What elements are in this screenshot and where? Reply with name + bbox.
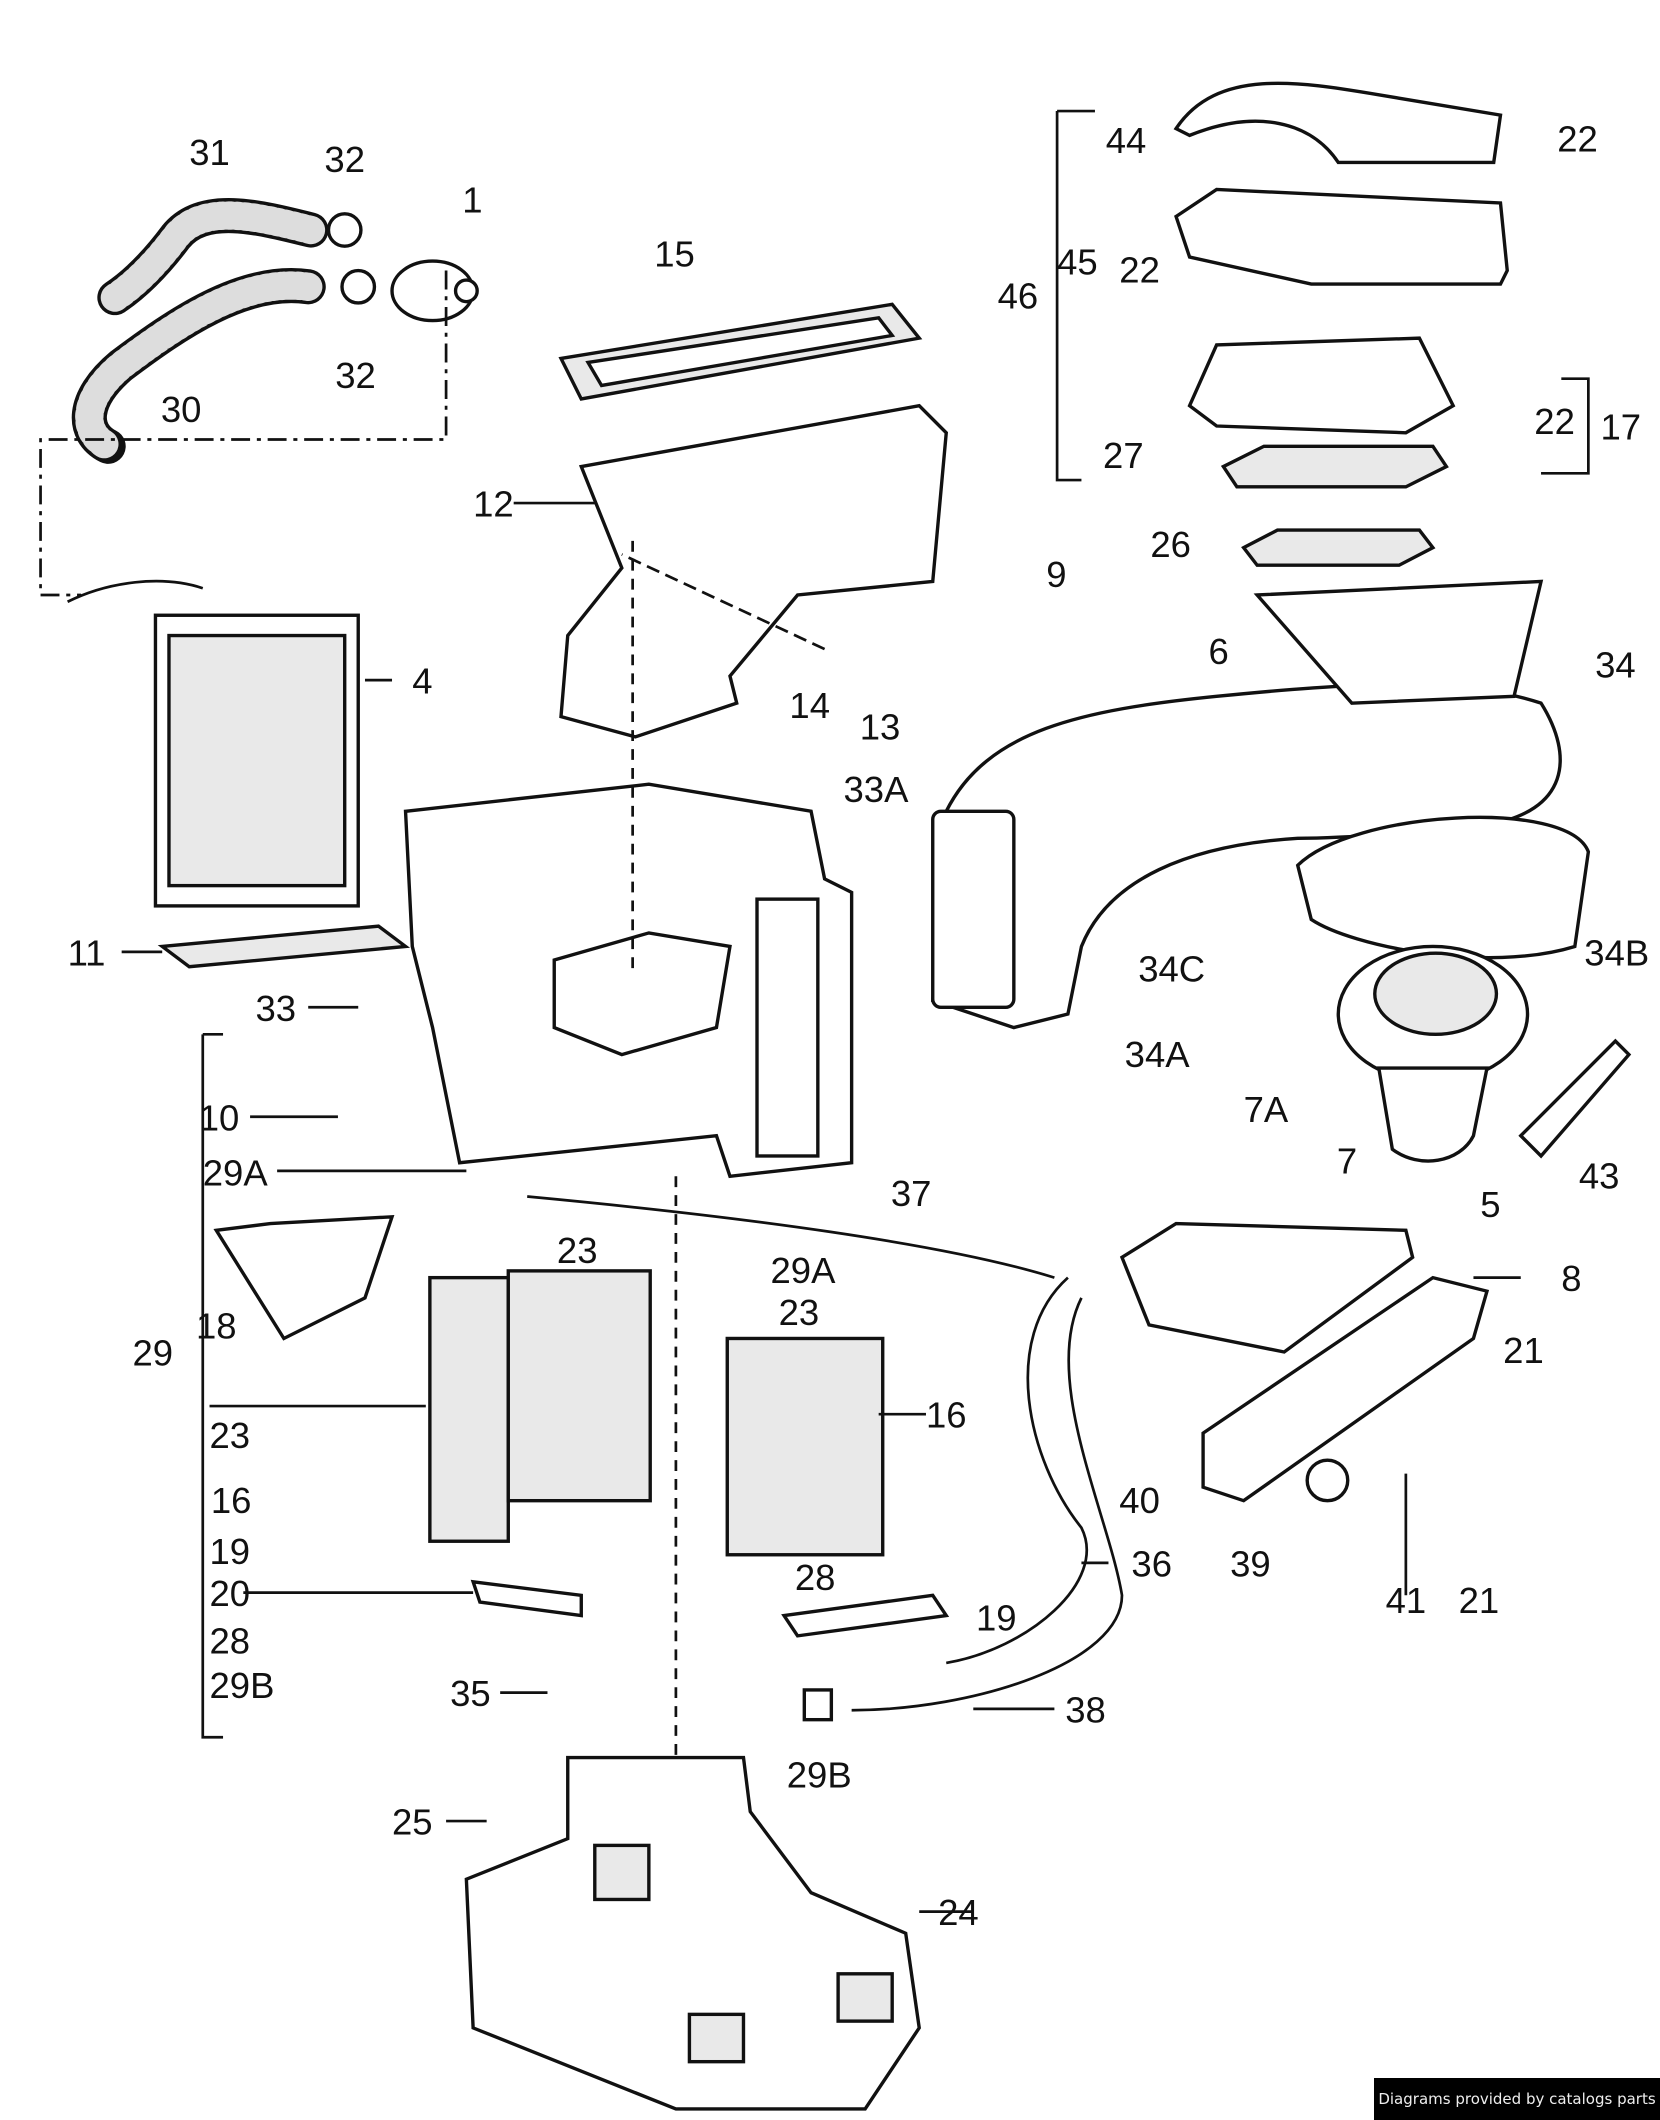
label-18: 18 [196, 1305, 237, 1346]
heater-core-4 [66, 579, 360, 908]
label-7a: 7A [1244, 1089, 1289, 1130]
label-8: 8 [1561, 1258, 1581, 1299]
label-38: 38 [1065, 1689, 1106, 1730]
label-36: 36 [1131, 1543, 1172, 1584]
label-29b-b: 29B [787, 1754, 852, 1795]
label-23: 23 [557, 1230, 598, 1271]
label-25: 25 [392, 1802, 433, 1843]
label-23b: 23 [779, 1292, 820, 1333]
label-40: 40 [1119, 1480, 1160, 1521]
label-24: 24 [938, 1892, 979, 1933]
leader-lines [121, 109, 1590, 1913]
clamps-32 [326, 212, 479, 323]
label-33: 33 [255, 988, 296, 1029]
footwell-duct-24 [464, 1755, 921, 2111]
label-34a: 34A [1125, 1034, 1191, 1075]
label-14: 14 [789, 685, 830, 726]
cable-36 [946, 1276, 1089, 1665]
label-32b: 32 [335, 355, 376, 396]
hose-30 [71, 268, 326, 464]
label-29a-b: 29A [771, 1250, 837, 1291]
label-22: 22 [1557, 119, 1598, 160]
tray-45 [1174, 187, 1509, 286]
resistor-43 [1518, 1038, 1632, 1159]
cable-37 [527, 1195, 1055, 1279]
label-20: 20 [210, 1573, 251, 1614]
label-44: 44 [1106, 120, 1147, 161]
label-9: 9 [1046, 554, 1066, 595]
levers [213, 1214, 950, 1722]
label-16: 16 [926, 1395, 967, 1436]
label-30: 30 [161, 389, 202, 430]
label-17: 17 [1601, 407, 1642, 448]
label-26: 26 [1150, 524, 1191, 565]
label-41: 41 [1386, 1580, 1427, 1621]
label-29b: 29B [210, 1665, 275, 1706]
label-15: 15 [654, 233, 695, 274]
gasket-15 [558, 302, 923, 401]
label-31: 31 [189, 132, 230, 173]
label-4: 4 [412, 661, 432, 702]
gasket-27 [1220, 444, 1449, 489]
label-28b: 28 [210, 1620, 251, 1661]
label-19: 19 [210, 1531, 251, 1572]
label-33a: 33A [844, 769, 910, 810]
label-13: 13 [860, 707, 901, 748]
label-5: 5 [1480, 1184, 1500, 1225]
label-35: 35 [450, 1673, 491, 1714]
cable-38 [851, 1297, 1124, 1712]
label-16b: 16 [211, 1480, 252, 1521]
label-29: 29 [132, 1333, 173, 1374]
label-21b: 21 [1459, 1580, 1500, 1621]
label-1: 1 [462, 179, 482, 220]
label-34b: 34B [1584, 932, 1649, 973]
label-23c: 23 [210, 1415, 251, 1456]
label-29a: 29A [203, 1153, 269, 1194]
air-duct-12 [559, 403, 949, 739]
blower-duct-6 [930, 579, 1591, 1030]
hose-31 [97, 197, 329, 316]
trim-panel-39 [1201, 1275, 1490, 1503]
label-37: 37 [891, 1173, 932, 1214]
label-22c: 22 [1534, 401, 1575, 442]
label-7: 7 [1337, 1141, 1357, 1182]
filter-17 [1187, 336, 1456, 435]
label-39: 39 [1230, 1543, 1271, 1584]
flaps-16 [428, 1269, 885, 1557]
gasket-26 [1241, 528, 1436, 567]
label-28: 28 [795, 1557, 836, 1598]
label-19b: 19 [976, 1597, 1017, 1638]
label-43: 43 [1579, 1155, 1620, 1196]
label-12: 12 [473, 484, 514, 525]
heater-housing [403, 782, 854, 1179]
label-45: 45 [1057, 242, 1098, 283]
seal-11 [157, 924, 411, 969]
label-6: 6 [1209, 631, 1229, 672]
label-27: 27 [1103, 435, 1144, 476]
knob-41 [1305, 1458, 1350, 1503]
credit-badge: Diagrams provided by catalogs parts [1374, 2078, 1660, 2120]
label-11: 11 [68, 932, 106, 973]
blower-motor-5 [1336, 944, 1530, 1163]
cover-44 [1173, 81, 1503, 165]
label-46: 46 [998, 275, 1039, 316]
label-34c: 34C [1138, 949, 1205, 990]
part-labels: 31 32 1 15 32 30 44 22 45 22 46 22 17 27… [68, 119, 1650, 1934]
control-unit-7 [1119, 1221, 1415, 1354]
label-34: 34 [1595, 644, 1636, 685]
label-21: 21 [1503, 1330, 1544, 1371]
label-22b: 22 [1119, 250, 1160, 291]
label-32: 32 [324, 139, 365, 180]
label-10: 10 [199, 1097, 240, 1138]
